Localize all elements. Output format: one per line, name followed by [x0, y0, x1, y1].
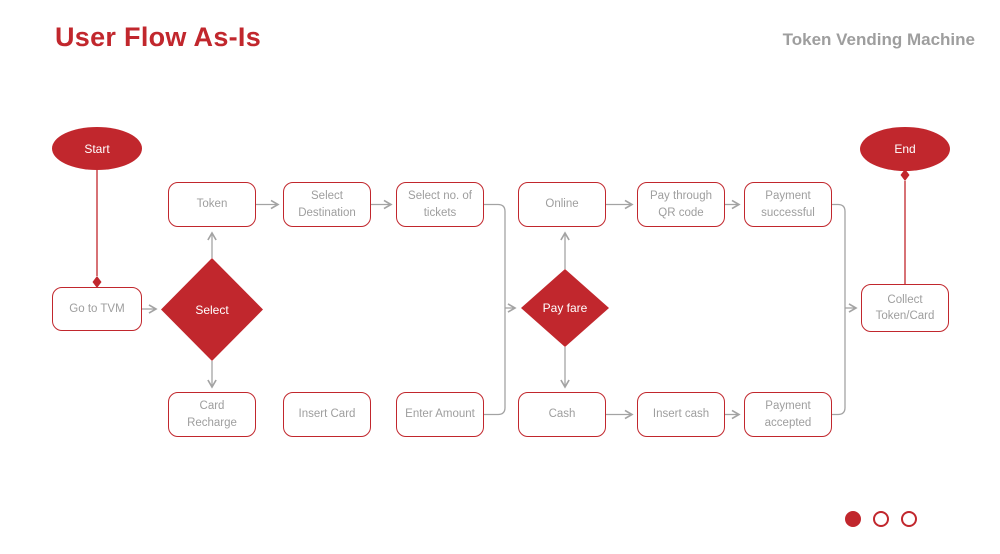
node-collect-token-card: Collect Token/Card [861, 284, 949, 332]
node-insert-cash: Insert cash [637, 392, 725, 437]
node-payment-successful: Payment successful [744, 182, 832, 227]
pagination-dot-3[interactable] [901, 511, 917, 527]
node-pay-qr: Pay through QR code [637, 182, 725, 227]
node-payment-successful-label: Payment successful [761, 190, 815, 219]
node-select-destination-label: Select Destination [298, 190, 356, 219]
node-end-label: End [894, 142, 916, 156]
node-start-label: Start [84, 141, 110, 156]
pagination-dot-1[interactable] [845, 511, 861, 527]
node-insert-cash-label: Insert cash [652, 408, 710, 421]
node-go-to-tvm: Go to TVM [52, 287, 142, 331]
node-card-recharge-label: Card Recharge [187, 400, 237, 429]
node-pay-fare-label: Pay fare [542, 301, 588, 315]
slide-subtitle: Token Vending Machine [782, 30, 975, 49]
pagination-dots [845, 511, 917, 527]
node-select-tickets: Select no. of tickets [396, 182, 484, 227]
edge-amount-merge [484, 308, 506, 416]
node-select-label: Select [195, 302, 229, 317]
edge-accepted-merge [832, 308, 846, 416]
diamond-arrowhead-end [900, 169, 910, 181]
node-enter-amount: Enter Amount [396, 392, 484, 437]
node-cash: Cash [518, 392, 606, 437]
node-card-recharge: Card Recharge [168, 392, 256, 437]
node-insert-card-label: Insert Card [298, 408, 356, 421]
edge-tickets-merge [484, 203, 506, 308]
node-pay-qr-label: Pay through QR code [649, 190, 712, 219]
node-token: Token [168, 182, 256, 227]
node-collect-token-card-label: Collect Token/Card [875, 293, 935, 322]
edge-successful-merge [832, 203, 846, 308]
page-title: User Flow As-Is [55, 22, 262, 52]
node-select-destination: Select Destination [283, 182, 371, 227]
node-online: Online [518, 182, 606, 227]
node-enter-amount-label: Enter Amount [405, 408, 475, 421]
diamond-arrowhead-start [92, 276, 102, 288]
node-cash-label: Cash [548, 408, 576, 421]
node-start: Start [52, 127, 142, 170]
node-end: End [860, 127, 950, 171]
node-go-to-tvm-label: Go to TVM [69, 302, 125, 315]
node-token-label: Token [196, 198, 228, 211]
node-insert-card: Insert Card [283, 392, 371, 437]
pagination-dot-2[interactable] [873, 511, 889, 527]
node-payment-accepted: Payment accepted [744, 392, 832, 437]
node-select-tickets-label: Select no. of tickets [408, 190, 472, 219]
node-payment-accepted-label: Payment accepted [764, 400, 812, 429]
node-online-label: Online [545, 198, 579, 211]
